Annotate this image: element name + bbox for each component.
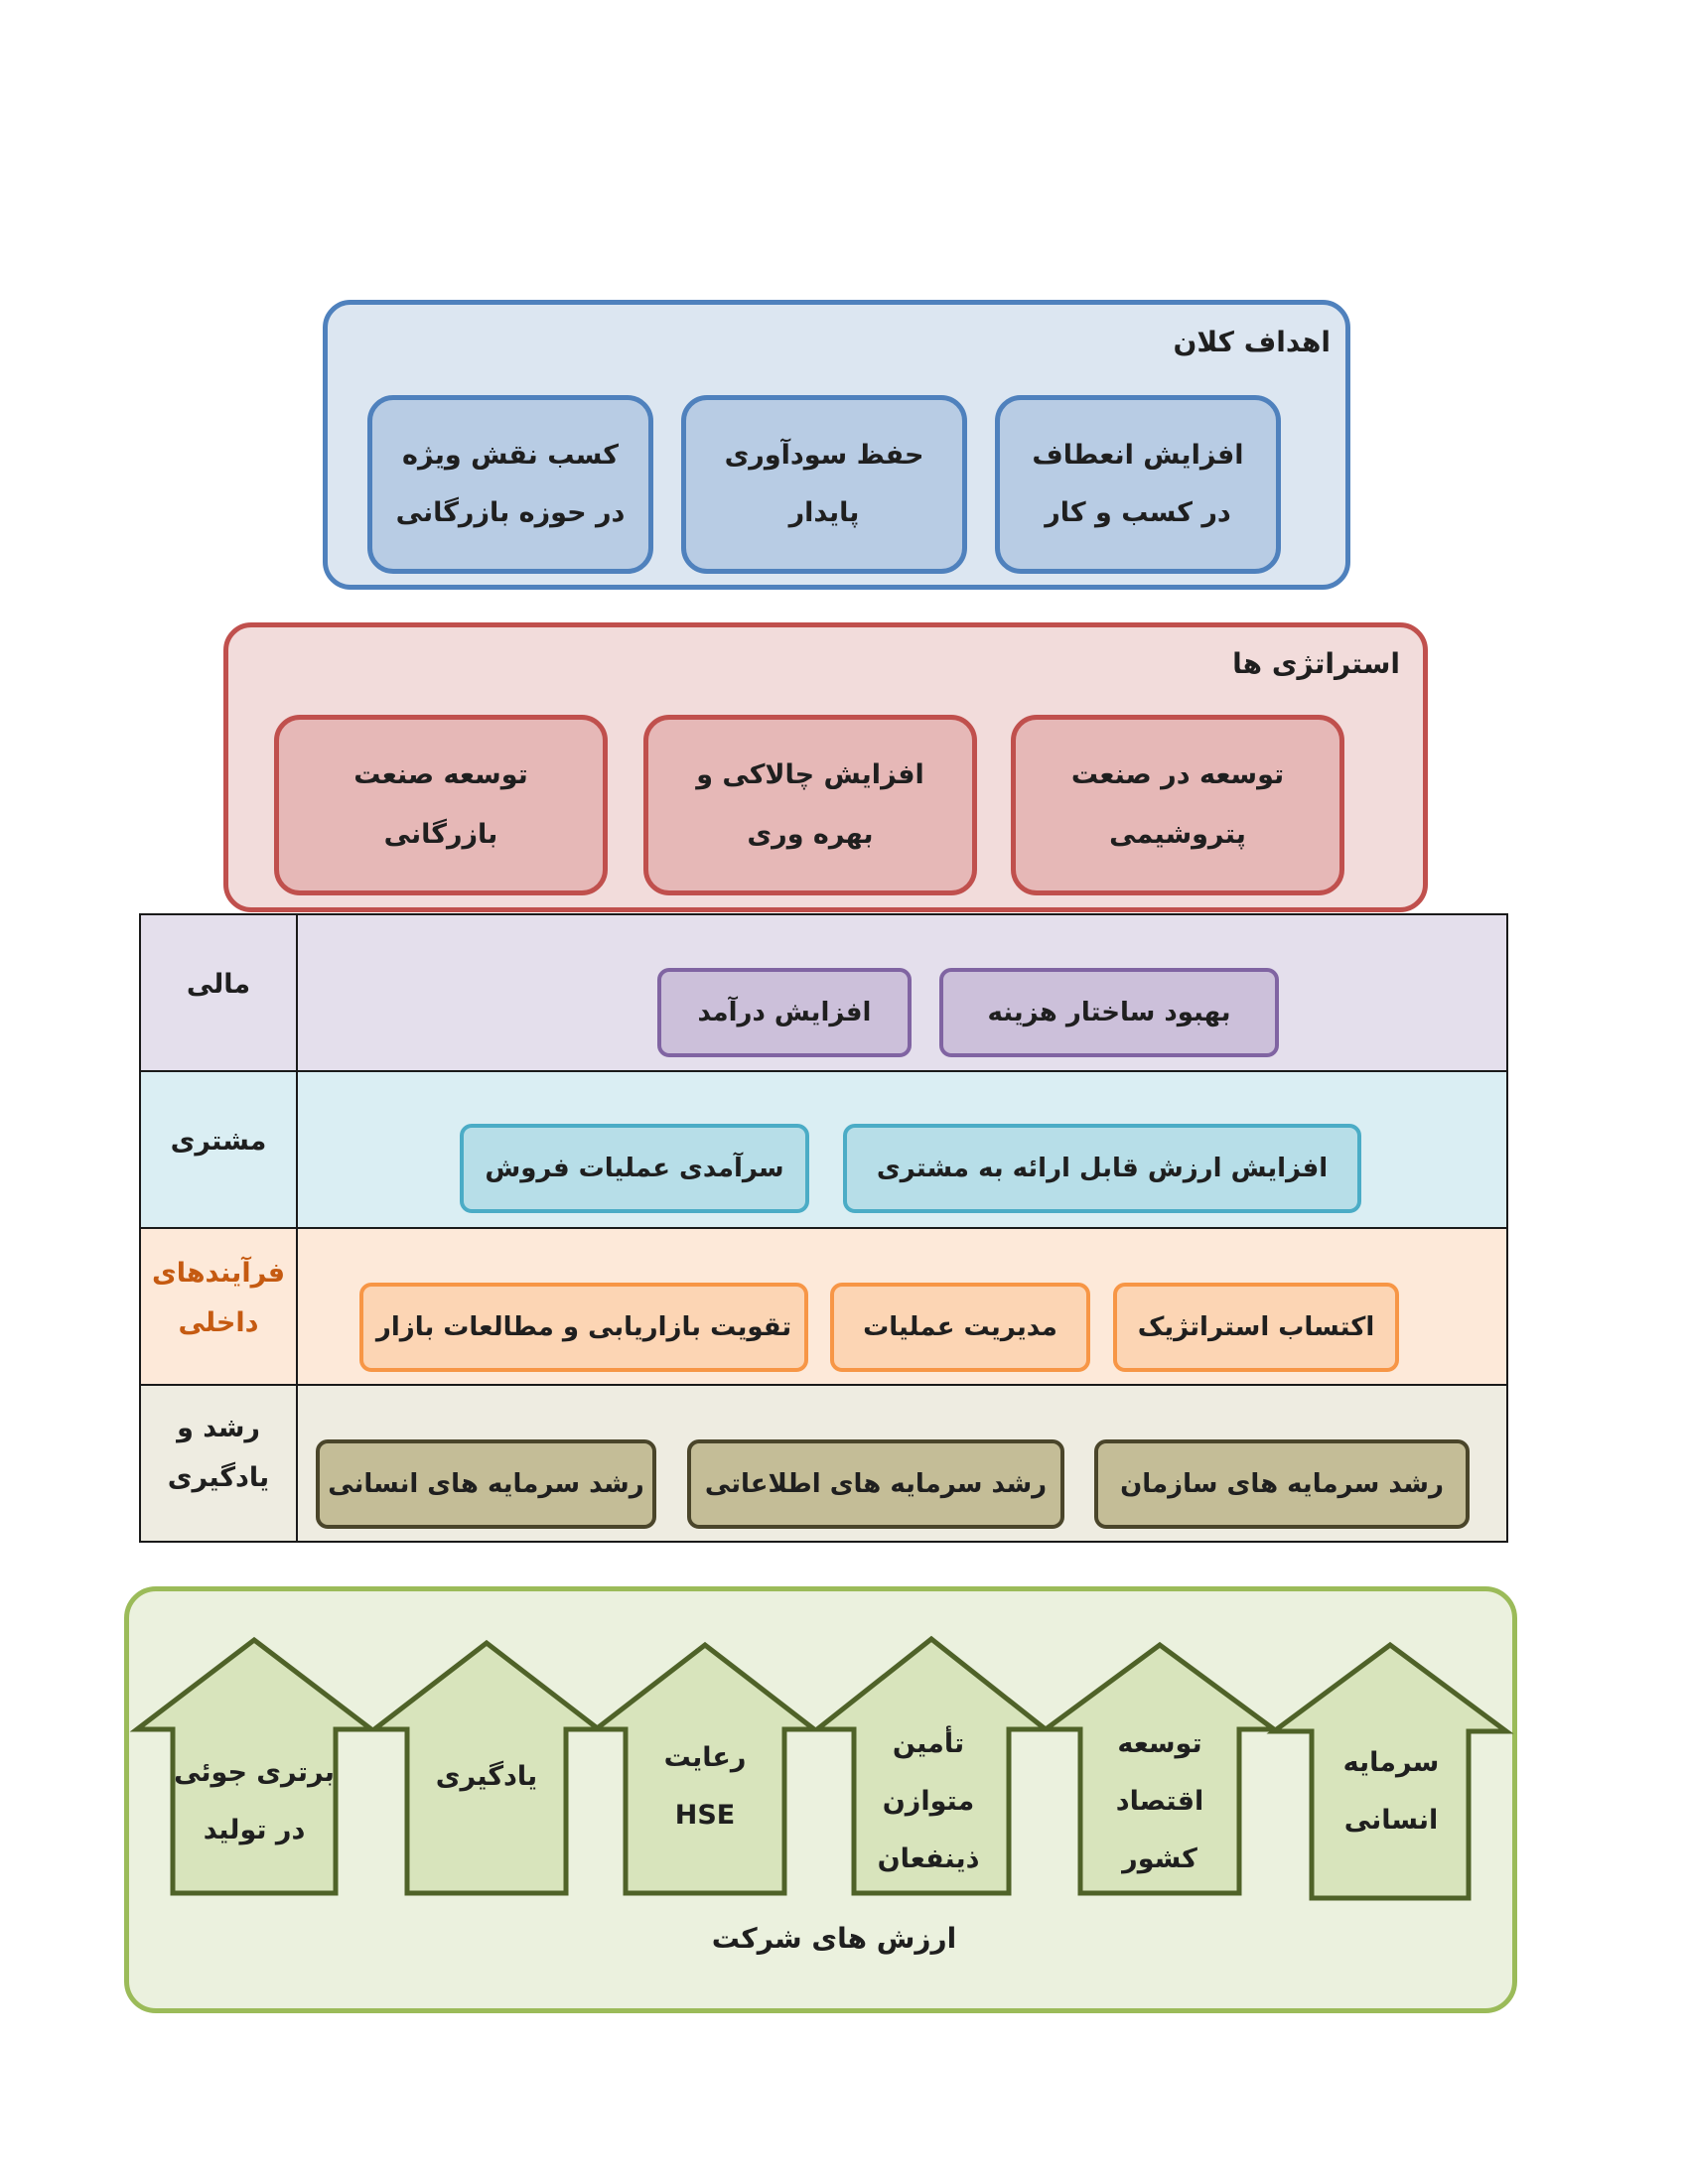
value-arrow-economy [1038,1641,1282,1896]
learning-label: رشد و یادگیری [139,1384,298,1543]
value-stakeholders-text: تأمین متوازن ذینفعان [877,1728,980,1874]
value-hse-text: رعایت HSE [663,1742,747,1831]
value-human-capital-text: سرمایه انسانی [1342,1747,1440,1836]
values-title: ارزش های شرکت [711,1922,957,1955]
value-economy-text: توسعه اقتصاد کشور [1115,1728,1204,1874]
goal-box-flexibility: افزایش انعطاف در کسب و کار [995,395,1281,574]
customer-label: مشتری [139,1070,298,1229]
objective-organization-capital: رشد سرمایه های سازمان [1094,1439,1470,1529]
objective-strategic-acquisition: اکتساب استراتژیک [1113,1283,1399,1372]
objective-increase-revenue: افزایش درآمد [657,968,912,1057]
value-arrow-stakeholders [809,1635,1054,1896]
values-arrows [129,1635,1514,1901]
goal-box-trade-role: کسب نقش ویژه در حوزه بازرگانی [367,395,653,574]
goal-box-profitability: حفظ سودآوری پایدار [681,395,967,574]
values-panel [124,1586,1517,2013]
financial-label: مالی [139,913,298,1072]
strategy-box-agility: افزایش چالاکی و بهره وری [643,715,977,895]
objective-operations: مدیریت عملیات [830,1283,1090,1372]
objective-cost-structure: بهبود ساختار هزینه [939,968,1279,1057]
objective-information-capital: رشد سرمایه های اطلاعاتی [687,1439,1064,1529]
objective-marketing: تقویت بازاریابی و مطالعات بازار [359,1283,808,1372]
value-learning-text: یادگیری [435,1761,538,1792]
value-arrow-production [129,1636,379,1896]
objective-human-capital: رشد سرمایه های انسانی [316,1439,656,1529]
strategy-box-trade: توسعه صنعت بازرگانی [274,715,608,895]
strategy-box-petrochemical: توسعه در صنعت پتروشیمی [1011,715,1344,895]
value-arrow-hse [588,1641,822,1896]
value-arrow-human-capital [1266,1641,1514,1901]
value-arrow-learning [366,1639,607,1896]
value-production-text: برتری جوئی در تولید [174,1757,335,1845]
objective-sales-excellence: سرآمدی عملیات فروش [460,1124,809,1213]
internal-label: فرآیندهای داخلی [139,1227,298,1386]
goals-title: اهداف کلان [1173,326,1332,358]
strategies-title: استراتژی ها [1232,647,1400,680]
objective-customer-value: افزایش ارزش قابل ارائه به مشتری [843,1124,1361,1213]
